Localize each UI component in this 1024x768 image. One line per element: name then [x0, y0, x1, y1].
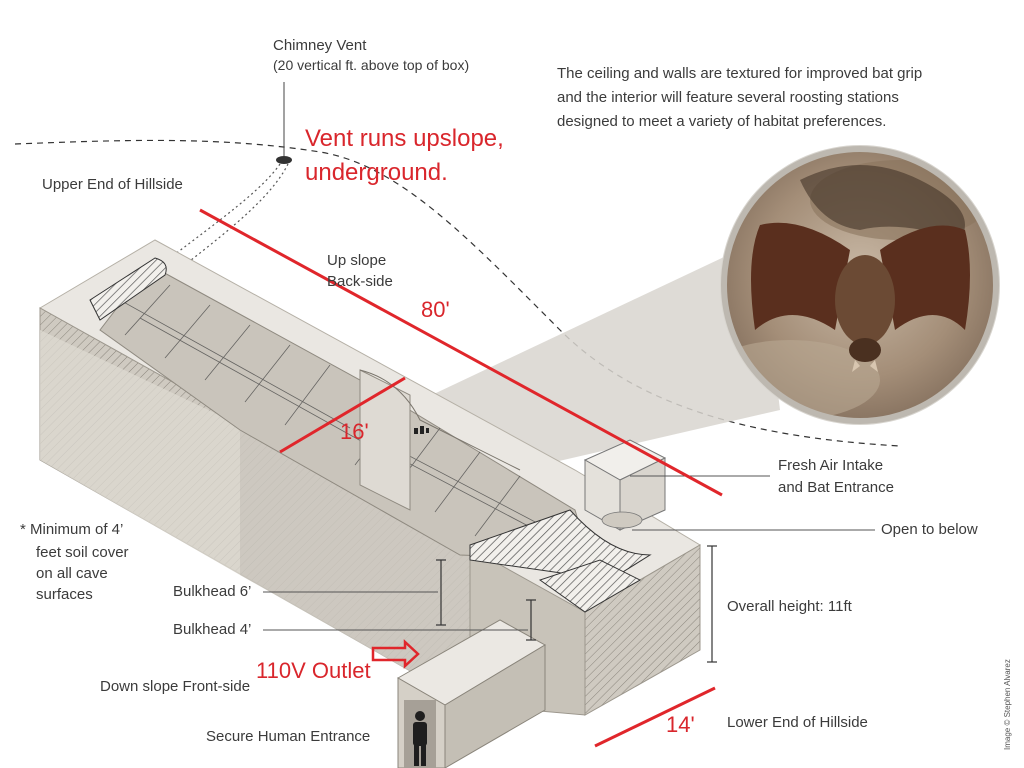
leader-lines — [263, 475, 875, 631]
bulkhead-6-label: Bulkhead 6’ — [173, 583, 252, 600]
upper-end-label: Upper End of Hillside — [42, 176, 183, 193]
length-80ft-annotation-line — [199, 208, 723, 497]
fresh-air-label-line-2: and Bat Entrance — [778, 479, 894, 496]
fresh-air-label-line-1: Fresh Air Intake — [778, 457, 884, 474]
bat-photo-frame — [721, 146, 999, 424]
vent-annotation-line-2: underground. — [305, 159, 448, 186]
width-16ft-label: 16' — [340, 419, 369, 444]
soil-cover-note-line-2: feet soil cover — [36, 544, 129, 561]
texture-note-line-1: The ceiling and walls are textured for i… — [557, 65, 923, 82]
down-slope-label: Down slope Front-side — [100, 678, 251, 695]
vent-pipe-dotted — [169, 163, 281, 259]
texture-note-line-3: designed to meet a variety of habitat pr… — [557, 113, 887, 130]
human-entrance-label: Secure Human Entrance — [206, 728, 371, 745]
vent-annotation-line-1: Vent runs upslope, — [305, 125, 504, 152]
back-bulkhead-section — [89, 257, 167, 321]
texture-note-line-2: and the interior will feature several ro… — [557, 89, 899, 106]
width-14ft-annotation-line — [594, 686, 716, 748]
callout-cone — [400, 240, 780, 470]
up-slope-label-line-1: Up slope — [327, 252, 387, 269]
chimney-vent-note: (20 vertical ft. above top of box) — [273, 57, 470, 73]
chimney-vent-cap — [276, 156, 292, 164]
person-silhouette-icon — [413, 711, 427, 766]
overall-height-label: Overall height: 11ft — [727, 598, 852, 615]
outlet-arrow-icon — [371, 639, 420, 669]
bulkhead-4-label: Bulkhead 4’ — [173, 621, 252, 638]
length-80ft-label: 80' — [421, 297, 450, 322]
chimney-vent-label: Chimney Vent — [273, 37, 367, 54]
soil-cover-note-line-1: * Minimum of 4’ — [20, 521, 124, 538]
soil-cover-note-line-4: surfaces — [36, 586, 93, 603]
bat-icon-small — [414, 426, 429, 434]
width-14ft-label: 14' — [666, 712, 695, 737]
lower-end-label: Lower End of Hillside — [727, 714, 868, 731]
up-slope-label-line-2: Back-side — [327, 273, 393, 290]
width-16ft-annotation-line — [279, 376, 406, 454]
open-below-label: Open to below — [881, 521, 978, 538]
soil-cover-note-line-3: on all cave — [36, 565, 108, 582]
outlet-label: 110V Outlet — [256, 658, 371, 683]
image-credit: Image © Stephen Alvarez — [1003, 659, 1012, 750]
